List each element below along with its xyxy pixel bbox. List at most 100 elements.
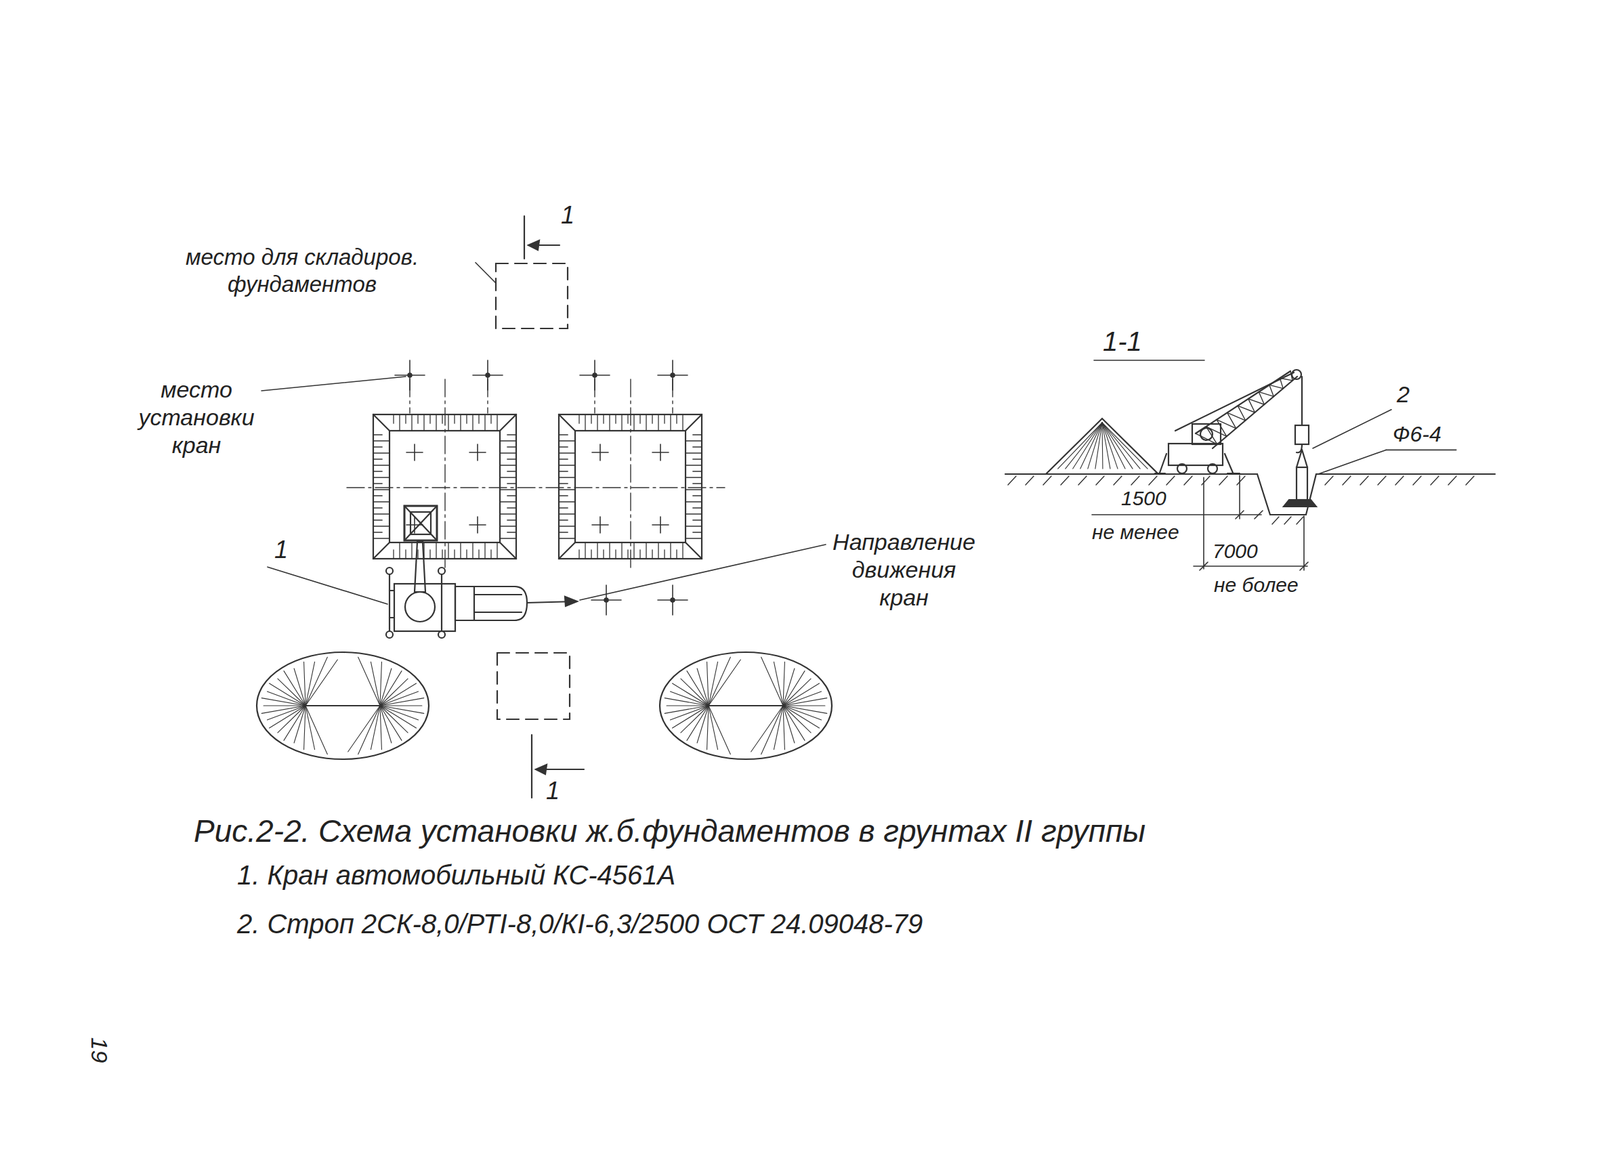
dimension-line [1199,562,1208,571]
spoil-hatch [761,657,784,706]
crane-plan [386,541,578,639]
ground-hatch [1465,476,1475,486]
slope-hatch [373,476,390,478]
crane-side [1212,376,1298,449]
spoil-hatch [304,661,306,706]
slope-hatch [645,542,647,559]
slope-hatch [590,414,592,424]
spoil-hatch [783,691,822,706]
slope-hatch [682,542,683,559]
spoil-hatch [380,661,382,706]
slope-hatch [663,550,665,559]
slope-hatch [558,513,576,515]
spoil-hatch [783,705,805,741]
spoil-hatch [1087,422,1103,469]
slope-hatch [373,537,390,539]
foundation-pit [685,542,702,559]
spoil-hatch [266,705,306,721]
spoil-hatch [380,705,392,744]
slope-hatch [685,440,702,441]
spoil-hatch [1102,422,1148,469]
slope-hatch [373,458,383,460]
slope-hatch [558,489,576,490]
foundation-mark: Ф6-4 [1392,421,1442,448]
ground-section [1316,473,1496,475]
slope-hatch [507,458,517,460]
slope-hatch [615,550,616,559]
boom-lattice [1195,371,1293,445]
slope-hatch [558,452,576,454]
crane-position-mark [659,516,662,534]
slope-hatch [685,464,702,466]
spoil-hatch [283,671,306,706]
slope-hatch [499,513,517,515]
slope-hatch [639,414,641,424]
spoil-hatch [686,705,709,741]
center-line [629,379,631,571]
spoil-hatch [783,705,785,750]
spoil-hatch [380,698,425,706]
slope-hatch [558,501,576,502]
crane-plan [438,567,446,575]
slope-hatch [558,476,576,478]
slope-hatch [373,531,383,533]
slope-hatch [558,531,568,533]
foundation-pit [575,430,686,543]
spoil-hatch [1095,422,1103,469]
slope-hatch [373,446,383,448]
spoil-hatch [708,659,741,706]
crane-position-mark [599,516,601,534]
spoil-hatch [1065,422,1103,469]
spoil-heap [659,652,832,760]
slope-hatch [558,525,576,527]
slope-hatch [584,542,586,559]
slope-hatch [558,446,568,448]
boom-lattice [1279,377,1293,381]
spoil-hatch [707,661,709,706]
spoil-hatch [348,705,381,752]
slope-hatch [669,414,671,431]
slope-hatch [558,440,576,441]
slope-hatch [621,542,622,559]
slope-hatch [507,446,517,448]
spoil-hatch [671,683,709,706]
spoil-hatch [669,705,709,721]
legend-item: 2. Строп 2СК-8,0/РТI-8,0/КI-6,3/2500 ОСТ… [237,907,923,941]
ground-hatch [1166,476,1175,486]
slope-hatch [685,489,702,490]
dimension-line [1254,510,1263,519]
spoil-hatch [708,705,719,750]
ground-hatch [1025,476,1034,486]
crane-plan [386,567,393,575]
slope-hatch [558,470,568,472]
ground-hatch [1324,476,1334,486]
callout-number: 1 [274,535,288,565]
spoil-hatch [666,705,709,706]
slope-hatch [392,550,394,559]
ground-hatch [1131,476,1140,486]
spoil-hatch [783,705,820,729]
spoil-hatch [380,705,402,741]
slope-hatch [373,501,390,502]
spoil-hatch [783,661,785,706]
slope-hatch [507,470,517,472]
crane-plan [414,541,426,593]
slope-hatch [507,507,517,509]
slope-hatch [405,414,406,424]
slope-hatch [692,434,702,435]
slope-hatch [584,414,586,431]
section-mark [531,734,533,798]
ground-hatch [1360,476,1369,486]
slope-hatch [578,550,580,559]
slope-hatch [507,482,517,484]
slope-hatch [453,414,455,424]
crane-position-mark [476,516,479,534]
slope-hatch [657,414,659,431]
slope-hatch [685,537,702,539]
slope-hatch [373,434,383,435]
slope-hatch [398,414,400,431]
slope-hatch [472,542,473,559]
slope-hatch [478,550,479,559]
spoil-hatch [380,671,402,706]
